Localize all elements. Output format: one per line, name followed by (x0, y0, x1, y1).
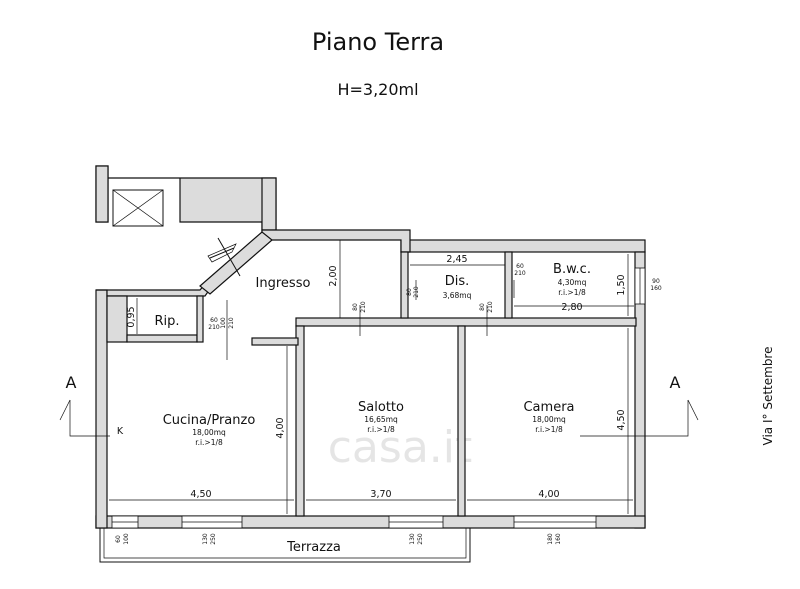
light-well (112, 189, 164, 227)
opening-labels: 60 210 100 210 80 210 80 210 80 210 60 2… (115, 263, 662, 545)
door-salotto-w: 80 (352, 303, 359, 311)
dim-rip-h: 0,95 (126, 306, 137, 327)
room-cucina-area: 18,00mq (192, 428, 226, 437)
room-dis-area: 3,68mq (443, 291, 472, 300)
room-salotto-ri: r.i.>1/8 (367, 425, 395, 434)
win-camera-h: 160 (555, 533, 562, 545)
room-dis-name: Dis. (445, 274, 470, 289)
win-salotto-h: 250 (417, 533, 424, 545)
door-rip-w: 60 (210, 317, 218, 324)
win-cucina-2-h: 250 (210, 533, 217, 545)
door-dis-h: 210 (413, 286, 420, 298)
door-cucina-w: 100 (220, 317, 227, 329)
door-cucina-h: 210 (228, 317, 235, 329)
win-cucina-1-w: 60 (115, 535, 122, 543)
dim-cucina-w: 4,50 (190, 489, 211, 500)
room-salotto-area: 16,65mq (364, 415, 398, 424)
interior-walls (106, 251, 637, 517)
section-marker-right: A (670, 373, 681, 392)
k-marker: K (117, 426, 124, 437)
door-bwc-h: 210 (514, 270, 526, 277)
door-swing (207, 237, 241, 277)
dim-ingresso-h: 2,00 (328, 265, 339, 286)
room-bwc-name: B.w.c. (553, 262, 591, 277)
dim-camera-h: 4,50 (616, 409, 627, 430)
room-camera-area: 18,00mq (532, 415, 566, 424)
dim-bwc-h: 1,50 (616, 274, 627, 295)
room-camera-name: Camera (523, 400, 574, 415)
win-camera-w: 180 (547, 533, 554, 545)
win-cucina-1-h: 100 (123, 533, 130, 545)
room-ingresso-name: Ingresso (256, 276, 311, 291)
dim-camera-w: 4,00 (538, 489, 559, 500)
watermark: casa.it (328, 422, 473, 473)
door-rip-h: 210 (208, 324, 220, 331)
dim-salotto-w: 3,70 (370, 489, 391, 500)
win-bwc-h: 160 (650, 285, 662, 292)
height-note: H=3,20ml (337, 80, 418, 99)
dimension-lines (59, 240, 699, 514)
room-terrazza-name: Terrazza (286, 540, 341, 555)
room-bwc-ri: r.i.>1/8 (558, 288, 586, 297)
dim-cucina-h: 4,00 (275, 417, 286, 438)
room-cucina-ri: r.i.>1/8 (195, 438, 223, 447)
win-salotto-w: 130 (409, 533, 416, 545)
section-marker-left: A (66, 373, 77, 392)
win-bwc-w: 90 (652, 278, 660, 285)
door-camera-w: 80 (479, 303, 486, 311)
door-dis-w: 80 (406, 288, 413, 296)
door-camera-h: 210 (487, 301, 494, 313)
door-bwc-w: 60 (516, 263, 524, 270)
door-salotto-h: 210 (360, 301, 367, 313)
terrazza-outline (99, 528, 471, 563)
dim-bwc-w: 2,80 (561, 302, 582, 313)
room-salotto-name: Salotto (358, 400, 404, 415)
win-cucina-2-w: 130 (202, 533, 209, 545)
room-rip-name: Rip. (154, 314, 179, 329)
room-bwc-area: 4,30mq (558, 278, 587, 287)
dim-dis-w: 2,45 (446, 254, 467, 265)
windows (111, 267, 646, 529)
exterior-walls (95, 165, 646, 529)
room-camera-ri: r.i.>1/8 (535, 425, 563, 434)
plan-title: Piano Terra (312, 28, 444, 56)
room-cucina-name: Cucina/Pranzo (163, 413, 256, 428)
street-label: Via I° Settembre (761, 347, 775, 446)
